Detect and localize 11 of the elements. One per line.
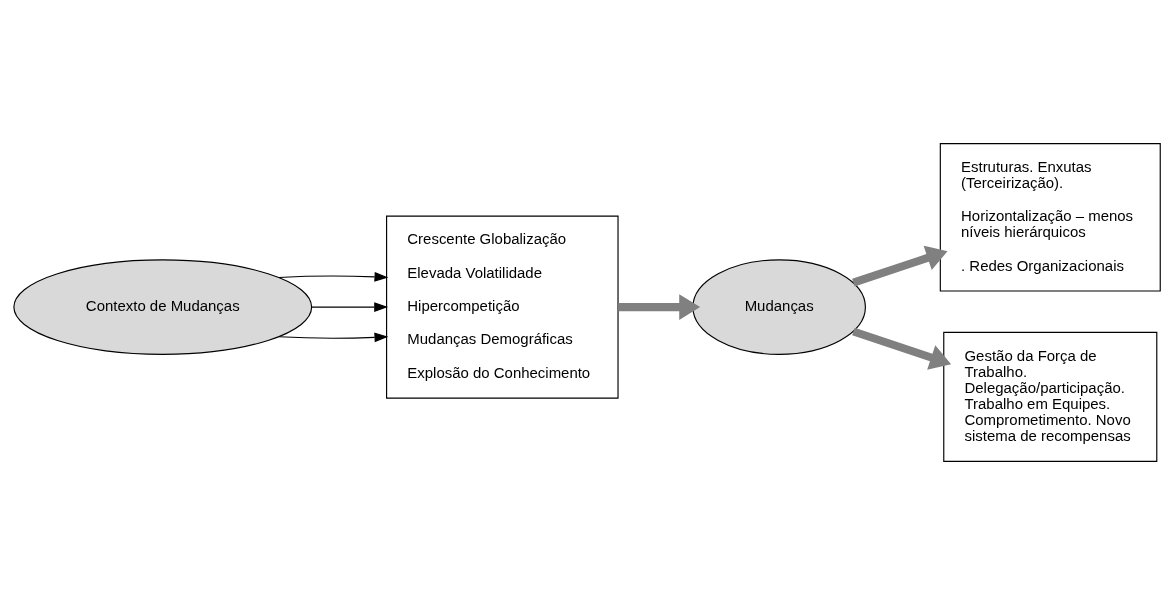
node-box: Gestão da Força de Trabalho. Delegação/participação. Trabalho em Equipes. Comprometimento. Novo sistema de recompensas [943,331,1158,462]
node-box: Crescente Globalização Elevada Volatilidade Hipercompetição Mudanças Demográficas Explosão do Conhecimento [386,215,619,399]
node-box: Estruturas. Enxutas (Terceirização). Horizontalização – menos níveis hierárquicos . Redes Organizacionais [939,143,1161,292]
node-ellipse: Contexto de Mudanças [13,259,313,355]
arrow [852,245,948,287]
node-ellipse: Mudanças [692,259,866,355]
arrow [618,294,701,320]
arrow [311,302,389,312]
arrow [278,332,389,343]
arrow [278,272,389,282]
arrow [852,327,952,370]
